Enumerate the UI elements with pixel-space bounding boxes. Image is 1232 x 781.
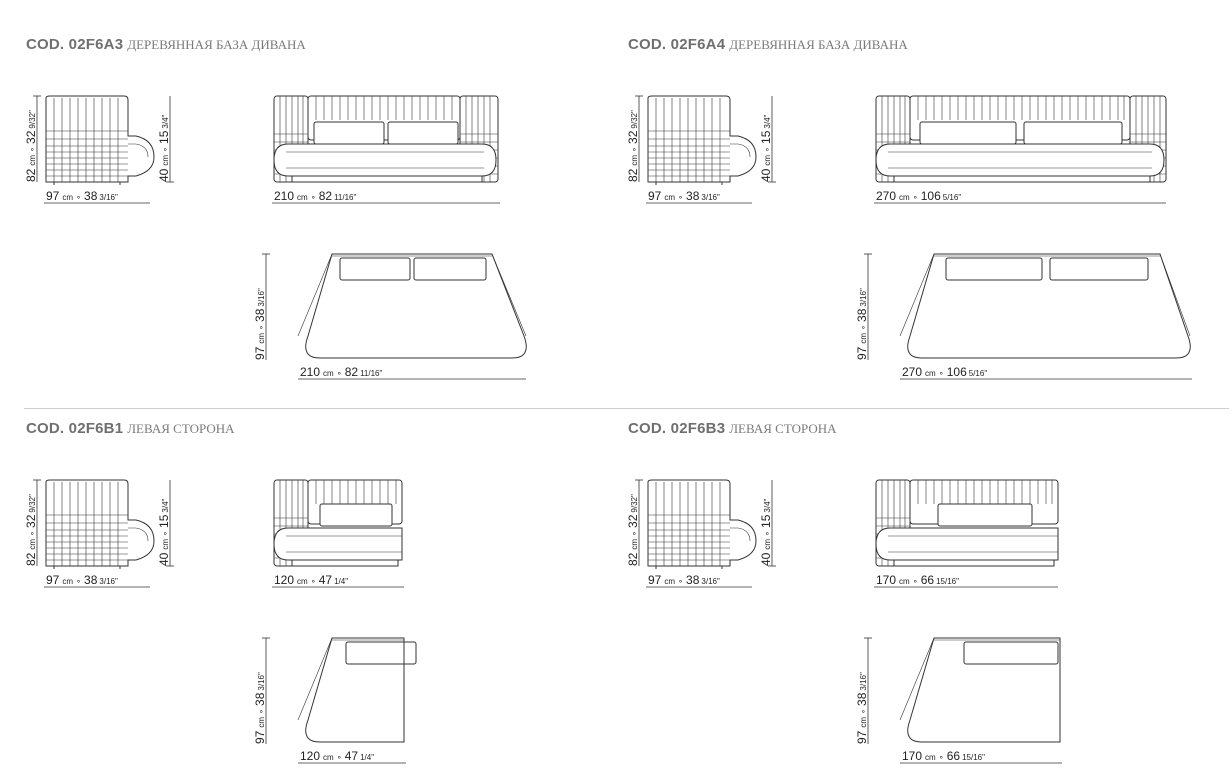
cushion-left: [339, 257, 411, 281]
product-code: COD. 02F6B3: [628, 420, 726, 437]
top-view-outline: [297, 253, 527, 359]
side-view-outline: [45, 479, 155, 569]
seat-height-label: 40cm∘153/4": [157, 498, 171, 566]
top-view-outline: [899, 637, 1061, 743]
seat-height-dimension: [166, 96, 174, 183]
seat: [273, 143, 497, 177]
cushion-right: [387, 121, 459, 145]
depth-dimension: [262, 637, 270, 744]
seat-height-label: 40cm∘153/4": [759, 498, 773, 566]
depth-label: 97cm∘383/16": [855, 288, 869, 360]
cushion-left: [919, 121, 1017, 145]
depth-dimension: [864, 253, 872, 360]
product-code: COD. 02F6B1: [26, 420, 124, 437]
front-view-outline: [875, 95, 1167, 183]
front-view-outline: [273, 95, 499, 183]
side-view-outline: [647, 479, 757, 569]
backrest-quilting: [648, 98, 730, 182]
top-view-outline: [899, 253, 1191, 359]
seat-height-label: 40cm∘153/4": [759, 114, 773, 182]
depth-label: 97cm∘383/16": [253, 288, 267, 360]
seat-height-dimension: [768, 96, 776, 183]
product-description: ЛЕВАЯ СТОРОНА: [127, 421, 235, 436]
section-divider: [24, 408, 1229, 409]
height-dimension: [635, 95, 643, 182]
height-label: 82cm∘329/32": [626, 110, 640, 182]
height-dimension: [635, 479, 643, 566]
depth-label: 97cm∘383/16": [855, 672, 869, 744]
height-label: 82cm∘329/32": [626, 494, 640, 566]
product-code: COD. 02F6A4: [628, 36, 726, 53]
seat: [875, 143, 1165, 177]
front-view-outline: [875, 479, 1059, 567]
top-view-outline: [297, 637, 417, 743]
cushion: [963, 641, 1059, 665]
seat: [273, 527, 403, 561]
cushion-right: [1023, 121, 1123, 145]
seat-height-label: 40cm∘153/4": [157, 114, 171, 182]
side-view-outline: [647, 95, 757, 185]
seat-height-dimension: [768, 480, 776, 567]
product-description: ДЕРЕВЯННАЯ БАЗА ДИВАНА: [127, 37, 306, 52]
side-view-outline: [45, 95, 155, 185]
depth-dimension: [262, 253, 270, 360]
depth-label: 97cm∘383/16": [253, 672, 267, 744]
cushion: [937, 503, 1033, 527]
product-code: COD. 02F6A3: [26, 36, 124, 53]
backrest-quilting: [648, 482, 730, 566]
cushion: [319, 503, 393, 527]
product-description: ДЕРЕВЯННАЯ БАЗА ДИВАНА: [729, 37, 908, 52]
product-description: ЛЕВАЯ СТОРОНА: [729, 421, 837, 436]
front-view-outline: [273, 479, 403, 567]
seat: [875, 527, 1059, 561]
cushion: [345, 641, 417, 665]
seat-height-dimension: [166, 480, 174, 567]
height-dimension: [33, 479, 41, 566]
backrest-quilting: [46, 482, 128, 566]
depth-dimension: [864, 637, 872, 744]
cushion-left: [945, 257, 1043, 281]
cushion-left: [313, 121, 385, 145]
cushion-right: [413, 257, 487, 281]
cushion-right: [1049, 257, 1149, 281]
backrest-quilting: [46, 98, 128, 182]
height-label: 82cm∘329/32": [24, 494, 38, 566]
height-dimension: [33, 95, 41, 182]
height-label: 82cm∘329/32": [24, 110, 38, 182]
